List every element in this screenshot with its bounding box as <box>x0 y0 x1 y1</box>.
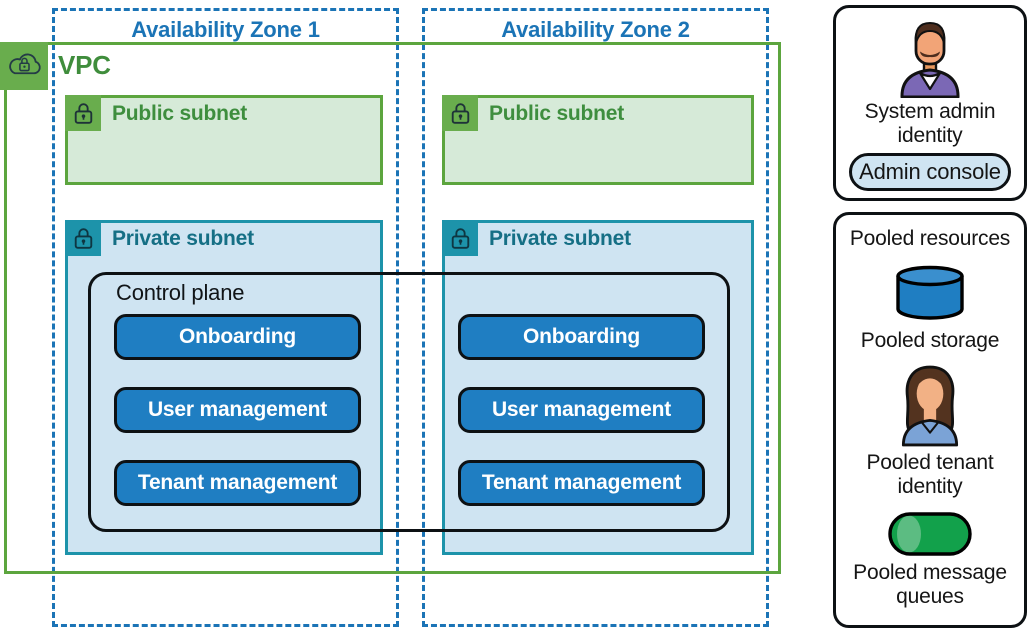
pooled-resources-legend-box: Pooled resources Pooled storage Pooled t… <box>833 212 1027 628</box>
pooled-message-queues-label: Pooled message queues <box>853 561 1007 609</box>
control-plane-label: Control plane <box>116 280 245 305</box>
control-plane-box <box>88 272 730 532</box>
availability-zone-2: Availability Zone 2 <box>422 8 769 627</box>
system-admin-identity-label: System admin identity <box>864 100 996 148</box>
public-subnet-label: Public subnet <box>112 102 248 125</box>
private-subnet-label: Private subnet <box>112 227 254 250</box>
availability-zone-1: Availability Zone 1 <box>52 8 399 627</box>
admin-console-pill: Admin console <box>849 153 1011 191</box>
private-subnet-label: Private subnet <box>489 227 631 250</box>
blue-cylinder-icon <box>894 265 966 326</box>
public-subnet-az1: Public subnet <box>65 95 383 185</box>
vpc-box <box>4 42 781 574</box>
green-queue-cylinder-icon <box>887 511 973 562</box>
service-user-management-az1: User management <box>114 387 361 433</box>
pooled-tenant-identity-label: Pooled tenant identity <box>866 451 994 499</box>
female-user-avatar <box>890 363 970 452</box>
public-subnet-az2: Public subnet <box>442 95 754 185</box>
lock-icon <box>65 220 101 256</box>
lock-icon <box>65 95 101 131</box>
admin-legend-box: System admin identity Admin console <box>833 5 1027 201</box>
male-admin-avatar <box>892 18 968 103</box>
public-subnet-label: Public subnet <box>489 102 625 125</box>
service-onboarding-az2: Onboarding <box>458 314 705 360</box>
lock-icon <box>442 95 478 131</box>
service-onboarding-az1: Onboarding <box>114 314 361 360</box>
service-user-management-az2: User management <box>458 387 705 433</box>
availability-zone-1-label: Availability Zone 1 <box>131 17 320 42</box>
pooled-storage-label: Pooled storage <box>860 329 1000 352</box>
availability-zone-2-label: Availability Zone 2 <box>501 17 690 42</box>
cloud-lock-icon <box>0 42 48 90</box>
service-tenant-management-az1: Tenant management <box>114 460 361 506</box>
lock-icon <box>442 220 478 256</box>
vpc-label: VPC <box>58 50 111 80</box>
service-tenant-management-az2: Tenant management <box>458 460 705 506</box>
pooled-resources-title: Pooled resources <box>849 227 1011 250</box>
